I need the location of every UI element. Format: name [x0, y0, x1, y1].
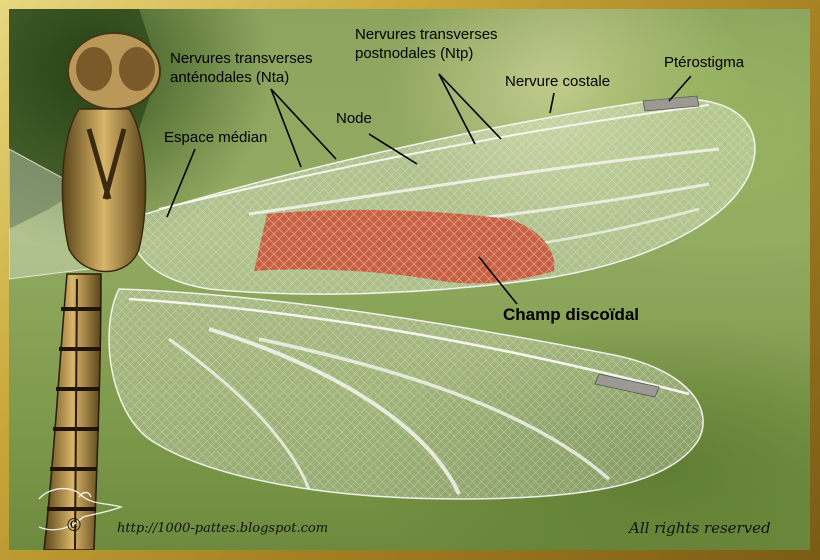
dragonfly-photo: Nervures transverses anténodales (Nta) N…: [9, 9, 810, 550]
label-node: Node: [336, 110, 372, 127]
leader-ntp-2: [438, 73, 502, 140]
label-ntp: Nervures transverses postnodales (Ntp): [355, 26, 498, 62]
hind-wing: [108, 288, 704, 500]
all-rights-reserved: All rights reserved: [629, 519, 771, 537]
leader-nta-1: [270, 88, 302, 168]
blog-url: http://1000-pattes.blogspot.com: [117, 521, 329, 536]
label-champ-discoidal: Champ discoïdal: [503, 305, 640, 324]
leader-espace-median: [166, 148, 196, 218]
label-espace-median: Espace médian: [164, 129, 268, 146]
copyright-symbol: ©: [65, 515, 83, 536]
leader-lines: [166, 73, 692, 305]
leader-pterostigma: [668, 75, 692, 102]
abdomen: [43, 273, 102, 550]
discoidal-field: [254, 209, 555, 284]
dragonfly-body: [43, 32, 161, 550]
leader-ntp-1: [438, 73, 476, 145]
label-nervure-costale: Nervure costale: [505, 73, 611, 90]
pterostigma-mark: [642, 95, 700, 112]
leader-champ-discoidal: [478, 256, 518, 305]
label-pterostigma: Ptérostigma: [664, 54, 745, 71]
dragonfly-illustration: [9, 9, 756, 550]
leader-nta-2: [270, 88, 337, 160]
label-nta: Nervures transverses anténodales (Nta): [170, 50, 313, 86]
kangaroo-logo-icon: [38, 488, 124, 531]
fore-wing: [128, 95, 756, 295]
leader-node: [368, 133, 418, 165]
leader-costale: [549, 92, 555, 114]
